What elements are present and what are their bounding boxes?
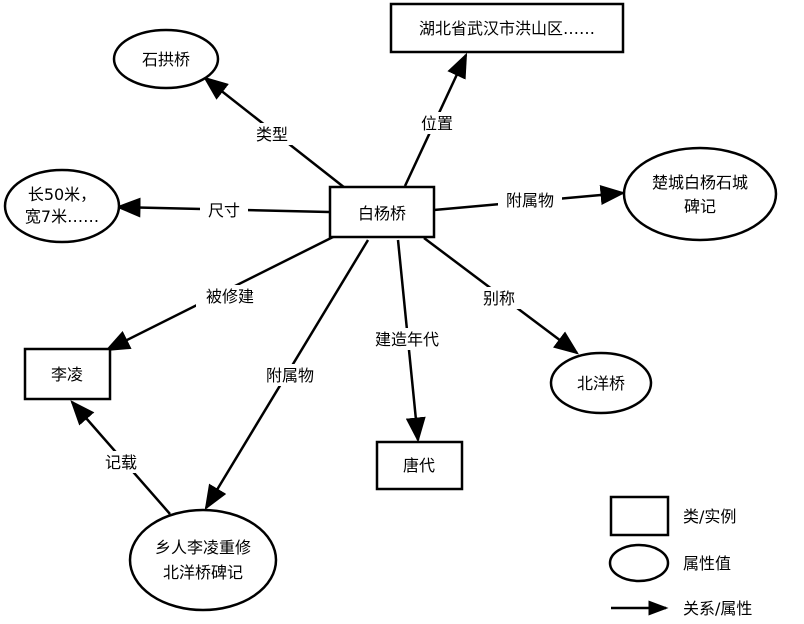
edge-repaired-by-label-bg xyxy=(196,285,264,307)
edge-type-label-bg xyxy=(247,123,297,145)
edge-alias-label-bg xyxy=(474,287,524,309)
node-size-value-label-line2: 宽7米…… xyxy=(25,207,99,226)
node-bai-yang-qiao-label: 白杨桥 xyxy=(358,204,406,223)
edge-alias-label: 别称 xyxy=(483,289,515,308)
legend-attribute-value-label: 属性值 xyxy=(683,554,731,573)
node-hubei-address-label: 湖北省武汉市洪山区…… xyxy=(419,19,595,38)
edge-records-label: 记载 xyxy=(105,453,137,472)
legend-ellipse-symbol xyxy=(608,543,670,583)
edge-location: 位置 xyxy=(403,52,468,187)
node-xiang-ren-stele: 乡人李凌重修 北洋桥碑记 xyxy=(128,508,278,612)
node-li-ling: 李凌 xyxy=(23,347,112,401)
edge-attachment-2-label-bg xyxy=(258,364,322,386)
edge-size-label: 尺寸 xyxy=(208,201,240,220)
node-size-value: 长50米， 宽7米…… xyxy=(3,168,121,244)
legend-relation-attribute-label: 关系/属性 xyxy=(683,599,752,618)
node-hubei-address-box xyxy=(389,2,625,54)
edge-location-label-bg xyxy=(412,112,462,134)
node-xiang-ren-stele-shape xyxy=(128,508,278,612)
node-li-ling-box xyxy=(23,347,112,401)
edge-built-era-label: 建造年代 xyxy=(375,330,439,349)
node-xiang-ren-stele-label-line1: 乡人李凌重修 xyxy=(155,538,251,557)
edge-records-label-bg xyxy=(96,451,146,473)
node-tang-dynasty: 唐代 xyxy=(375,440,464,491)
edge-attachment-1: 附属物 xyxy=(433,185,626,212)
node-tang-dynasty-label: 唐代 xyxy=(403,456,435,475)
node-shi-gong-qiao: 石拱桥 xyxy=(112,28,220,90)
edge-type-label: 类型 xyxy=(256,125,288,144)
node-shi-gong-qiao-shape xyxy=(112,28,220,90)
edge-repaired-by-label: 被修建 xyxy=(206,287,254,306)
edge-built-era: 建造年代 xyxy=(368,239,446,443)
node-bei-yang-qiao-label: 北洋桥 xyxy=(577,374,625,393)
legend-rect-symbol xyxy=(609,495,670,537)
edge-location-label: 位置 xyxy=(421,114,453,133)
node-chu-cheng-stele-label-line1: 楚城白杨石城 xyxy=(652,173,748,192)
node-chu-cheng-stele-shape xyxy=(622,146,778,242)
edge-attachment-2-label: 附属物 xyxy=(266,366,314,385)
node-bai-yang-qiao-box xyxy=(328,185,436,239)
node-xiang-ren-stele-label-line2: 北洋桥碑记 xyxy=(163,563,243,582)
node-chu-cheng-stele: 楚城白杨石城 碑记 xyxy=(622,146,778,242)
edge-repaired-by: 被修建 xyxy=(104,234,336,352)
node-bei-yang-qiao: 北洋桥 xyxy=(549,351,653,415)
legend: 类/实例 属性值 关系/属性 xyxy=(608,495,752,618)
edge-size: 尺寸 xyxy=(115,197,330,221)
node-size-value-label-line1: 长50米， xyxy=(28,185,96,204)
edge-size-label-bg xyxy=(200,199,248,221)
edge-type: 类型 xyxy=(203,76,346,189)
node-bai-yang-qiao: 白杨桥 xyxy=(328,185,436,239)
legend-class-instance-label: 类/实例 xyxy=(683,507,736,526)
edge-attachment-2: 附属物 xyxy=(204,239,370,511)
node-size-value-shape xyxy=(3,168,121,244)
node-tang-dynasty-box xyxy=(375,440,464,491)
node-chu-cheng-stele-label-line2: 碑记 xyxy=(684,197,716,216)
node-shi-gong-qiao-label: 石拱桥 xyxy=(142,50,190,69)
edge-records: 记载 xyxy=(70,400,171,515)
edge-attachment-1-label-bg xyxy=(498,189,562,211)
edge-alias: 别称 xyxy=(423,237,579,355)
node-li-ling-label: 李凌 xyxy=(51,365,83,384)
edge-built-era-label-bg xyxy=(368,328,446,350)
node-bei-yang-qiao-shape xyxy=(549,351,653,415)
edge-attachment-1-label: 附属物 xyxy=(506,191,554,210)
node-hubei-address: 湖北省武汉市洪山区…… xyxy=(389,2,625,54)
